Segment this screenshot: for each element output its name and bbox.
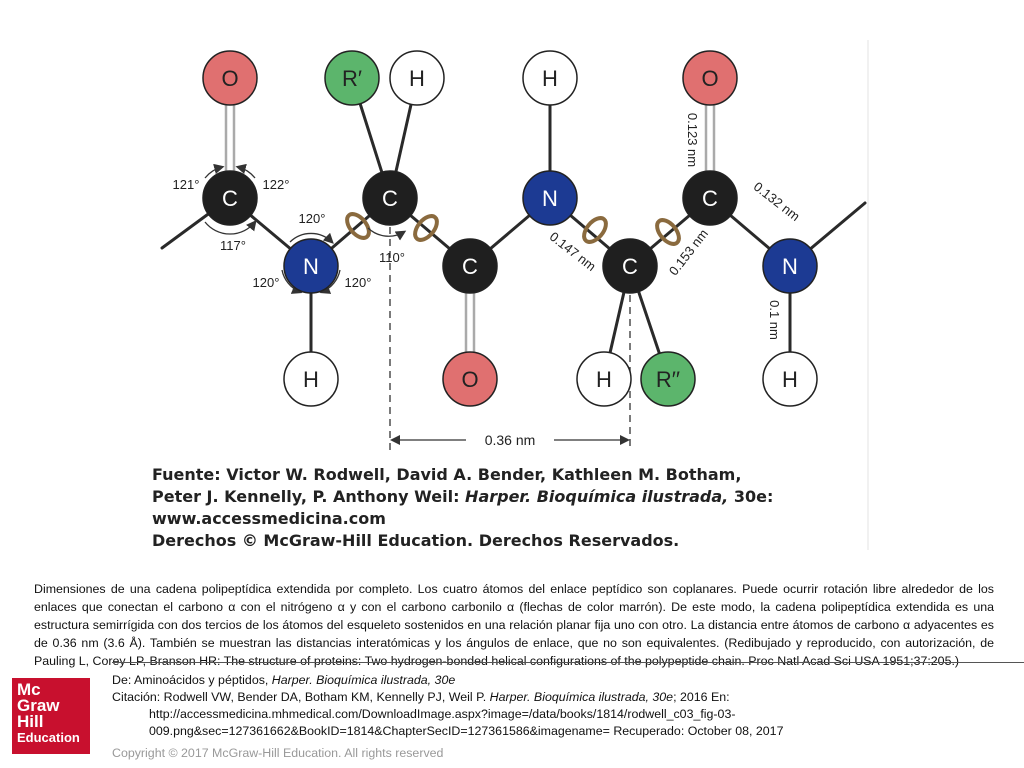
citation-url-2[interactable]: 009.png&sec=127361662&BookID=1814&Chapte… [149,724,784,738]
atom-label: N [542,186,558,211]
credit-line-2: Peter J. Kennelly, P. Anthony Weil: Harp… [152,487,774,506]
angle-label: 121° [173,177,200,192]
atom-h5: H [762,351,818,407]
atom-o3: O [682,50,738,106]
citation-block: De: Aminoácidos y péptidos, Harper. Bioq… [112,672,1012,740]
figure-credit: Fuente: Victor W. Rodwell, David A. Bend… [152,464,852,552]
atom-h1: H [283,351,339,407]
atom-label: C [622,254,638,279]
source-line: De: Aminoácidos y péptidos, Harper. Bioq… [112,673,456,687]
rotation-arrows [345,212,681,246]
atom-n2: N [522,170,578,226]
citation-url-1[interactable]: http://accessmedicina.mhmedical.com/Down… [149,707,736,721]
atom-n1: N [283,238,339,294]
atom-label: C [222,186,238,211]
distance-label: 0.123 nm [685,113,700,167]
atom-label: R′′ [656,367,680,392]
atom-label: O [221,66,238,91]
figure-caption: Dimensiones de una cadena polipeptídica … [34,582,994,668]
atom-label: H [303,367,319,392]
atom-c2: C [362,170,418,226]
distance-label: 0.147 nm [547,229,599,274]
atom-r1: R′ [324,50,380,106]
atom-h2: H [389,50,445,106]
atom-label: H [542,66,558,91]
atom-n3: N [762,238,818,294]
distance-label: 0.1 nm [767,300,782,340]
atom-label: N [303,254,319,279]
atom-o1: O [202,50,258,106]
atom-c1: C [202,170,258,226]
angle-label: 120° [253,275,280,290]
atom-label: O [461,367,478,392]
angle-arcs [204,163,407,294]
credit-line-1: Fuente: Victor W. Rodwell, David A. Bend… [152,465,742,484]
atom-label: H [409,66,425,91]
atom-c4: C [602,238,658,294]
angle-label: 120° [345,275,372,290]
atom-label: C [382,186,398,211]
angle-label: 117° [220,238,246,253]
distance-label: 0.153 nm [666,226,711,278]
atom-h4: H [576,351,632,407]
angle-label: 110° [379,250,405,265]
atom-label: C [462,254,478,279]
atom-label: H [782,367,798,392]
credit-line-3: www.accessmedicina.com [152,509,386,528]
peptide-chain-diagram: 0.36 nm O C N H R′ H C C O H N C H R′′ O C N H 0.123 nm 0.… [160,40,869,550]
alpha-carbon-spacing: 0.36 nm [389,215,631,450]
atom-label: H [596,367,612,392]
distance-label: 0.132 nm [751,179,803,224]
atom-c5: C [682,170,738,226]
rotation-arrow-3 [582,216,608,244]
atom-label: C [702,186,718,211]
atom-r2: R′′ [640,351,696,407]
atom-o2: O [442,351,498,407]
double-bonds [224,78,716,379]
citation-line: Citación: Rodwell VW, Bender DA, Botham … [112,690,730,704]
bonds [160,76,867,381]
spacing-label: 0.36 nm [485,432,536,448]
atom-label: R′ [342,66,362,91]
divider [112,662,1024,663]
angle-label: 120° [299,211,326,226]
angle-labels: 121° 122° 117° 120° 120° 120° 110° [173,177,405,290]
credit-line-4: Derechos © McGraw-Hill Education. Derech… [152,531,680,550]
atom-c3: C [442,238,498,294]
angle-label: 122° [263,177,290,192]
atoms: O C N H R′ H C C O H N C H R′′ O C N H [202,50,818,407]
rotation-arrow-4 [655,218,681,246]
rotation-arrow-2 [413,214,439,242]
copyright: Copyright © 2017 McGraw-Hill Education. … [112,746,444,760]
atom-label: O [701,66,718,91]
atom-h3: H [522,50,578,106]
mcgraw-hill-logo: Mc Graw Hill Education [12,678,90,754]
atom-label: N [782,254,798,279]
rotation-arrow-1 [345,212,371,240]
